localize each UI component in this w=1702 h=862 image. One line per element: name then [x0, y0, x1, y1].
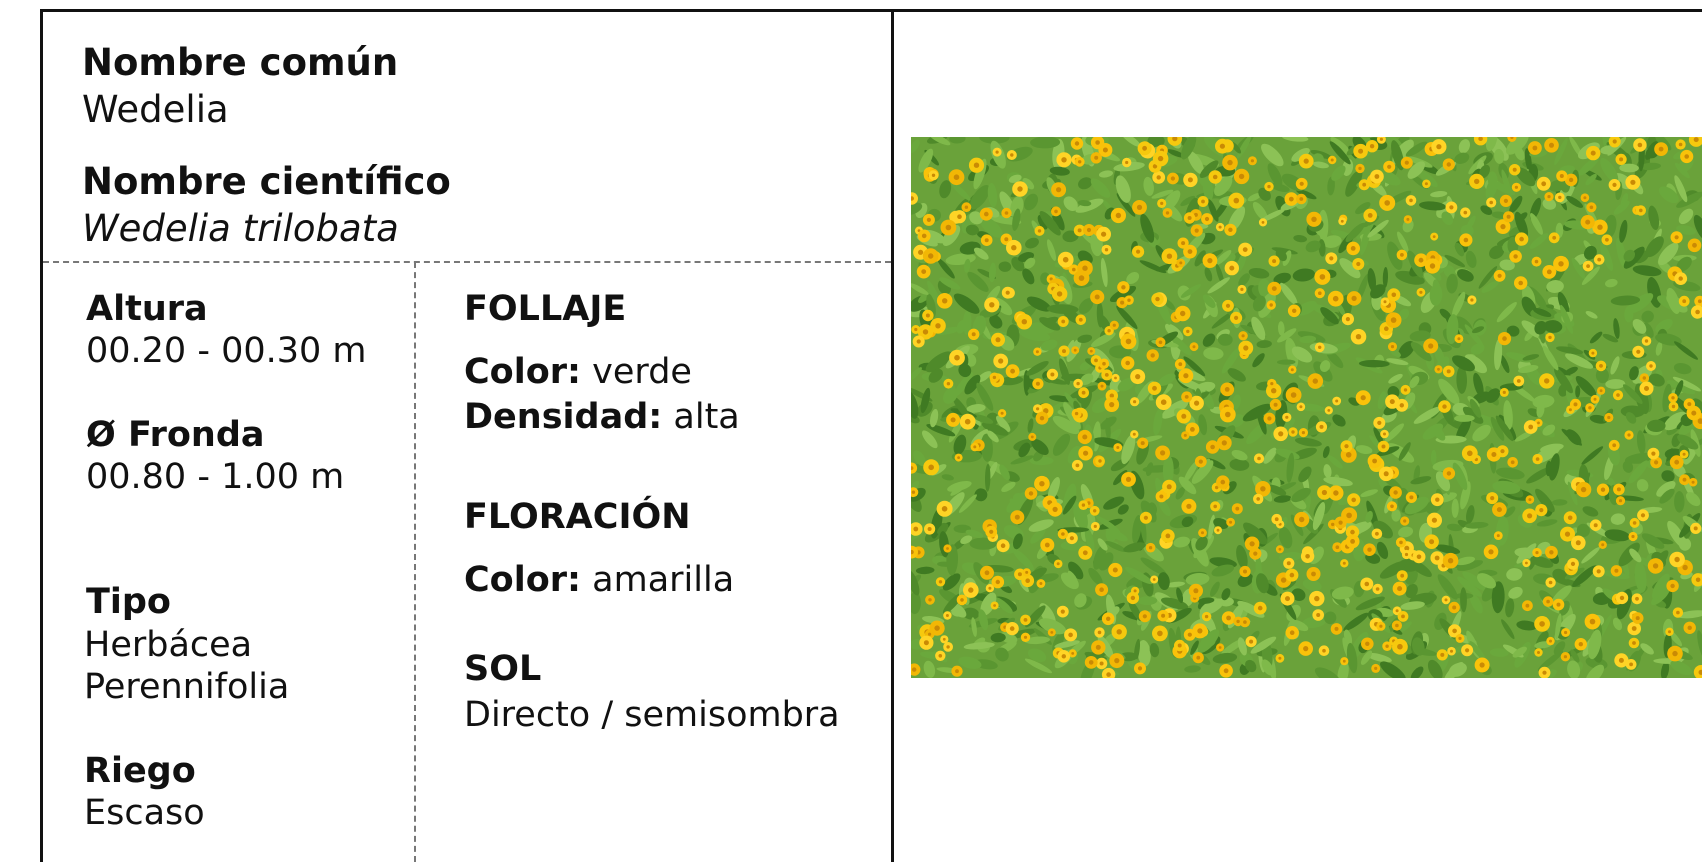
scientific-name-label: Nombre científico: [82, 160, 451, 203]
plant-photo: [911, 137, 1702, 678]
foliage-density-label: Densidad:: [464, 397, 663, 437]
crown-diameter-label: Ø Fronda: [86, 415, 265, 455]
crown-diameter-value: 00.80 - 1.00 m: [86, 457, 345, 497]
foliage-density-row: Densidad: alta: [464, 400, 740, 435]
sun-value: Directo / semisombra: [464, 695, 840, 735]
frame-divider: [891, 9, 894, 862]
flowering-color-label: Color:: [464, 560, 582, 600]
irrigation-value: Escaso: [84, 793, 205, 833]
flowering-color-value: amarilla: [592, 560, 735, 600]
type-label: Tipo: [86, 582, 171, 622]
sun-heading: SOL: [464, 649, 542, 689]
frame-top-border: [40, 9, 1702, 12]
foliage-density-value: alta: [673, 397, 740, 437]
irrigation-label: Riego: [84, 751, 196, 791]
frame-left-border: [40, 9, 43, 862]
foliage-heading: FOLLAJE: [464, 289, 627, 329]
height-label: Altura: [86, 289, 208, 329]
height-value: 00.20 - 00.30 m: [86, 331, 367, 371]
dashed-horizontal-divider: [43, 261, 891, 263]
wedelia-flower-field-image: [911, 137, 1702, 678]
type-value-line1: Herbácea: [84, 625, 253, 665]
foliage-color-row: Color: verde: [464, 355, 692, 390]
scientific-name-value: Wedelia trilobata: [82, 207, 399, 250]
type-value-line2: Perennifolia: [84, 667, 290, 707]
foliage-color-label: Color:: [464, 352, 582, 392]
dashed-vertical-divider: [414, 262, 416, 862]
flowering-color-row: Color: amarilla: [464, 563, 734, 598]
foliage-color-value: verde: [592, 352, 692, 392]
common-name-label: Nombre común: [82, 41, 399, 84]
common-name-value: Wedelia: [82, 88, 229, 131]
flowering-heading: FLORACIÓN: [464, 497, 691, 537]
